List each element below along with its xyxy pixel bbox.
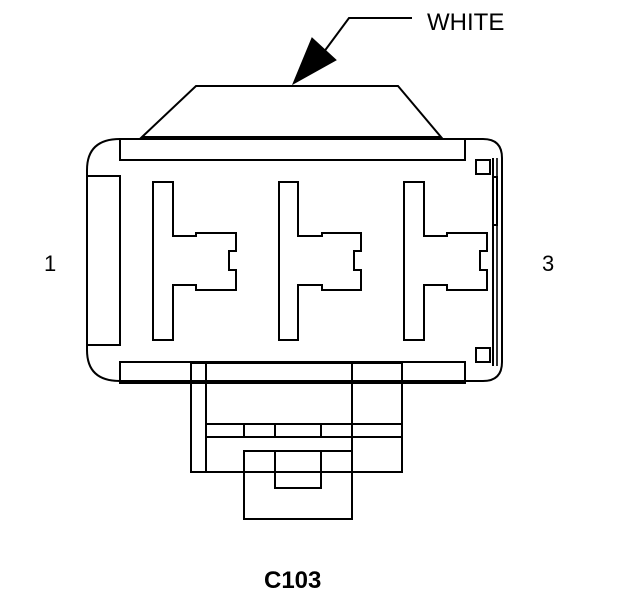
- connector-id-label: C103: [264, 567, 322, 594]
- lower-wire-exit: [190, 362, 403, 520]
- wire-color-label: WHITE: [427, 9, 505, 36]
- leader-arrowhead: [291, 37, 337, 86]
- terminal-cavity-1: [152, 181, 237, 341]
- pin-number-right: 3: [542, 251, 555, 276]
- bottom-rail: [119, 361, 466, 384]
- pin-number-left: 1: [44, 251, 57, 276]
- left-latch: [86, 175, 121, 346]
- top-rail: [119, 138, 466, 161]
- right-side-rails: [475, 158, 498, 366]
- terminal-cavity-2: [278, 181, 362, 341]
- connector-body: [86, 138, 503, 382]
- color-leader: [291, 17, 412, 86]
- connector-top-hood: [139, 85, 444, 138]
- terminal-cavity-3: [403, 181, 488, 341]
